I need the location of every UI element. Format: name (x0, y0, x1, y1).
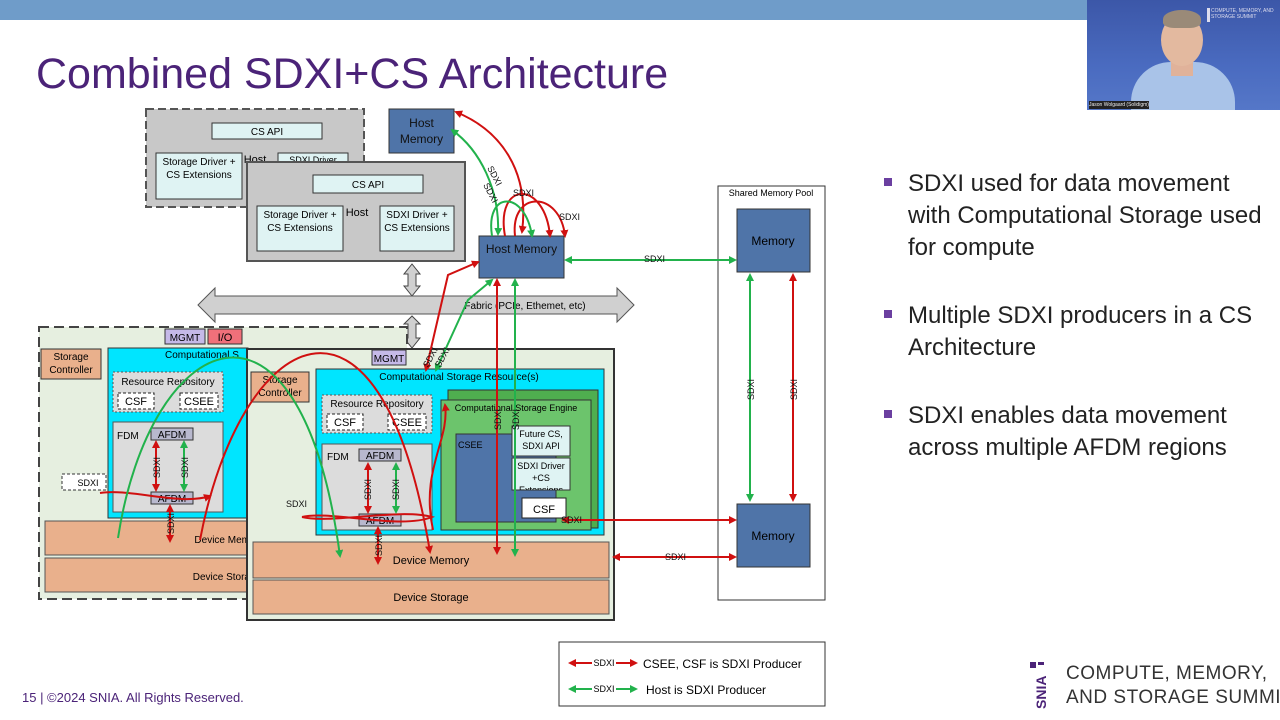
logo-line-1: COMPUTE, MEMORY, (1066, 663, 1268, 684)
back-storage-controller: Storage Controller (49, 352, 93, 376)
presenter-caption: Jason Wolgaard (Solidigm) (1089, 101, 1149, 109)
host-memory-box (478, 235, 565, 279)
host-front-storage-driver: Storage Driver + CS Extensions (263, 210, 337, 234)
front-storage-controller: Storage Controller (258, 375, 302, 399)
host-front-label: Host (346, 207, 369, 219)
back-device-storage: Device Stora (193, 572, 251, 583)
sdxi-label-4: SDXI (559, 212, 580, 222)
back-afdm-1: AFDM (158, 430, 186, 441)
sdxi-label-16: SDXI (166, 513, 176, 534)
back-io: I/O (218, 332, 233, 344)
presenter-webcam: COMPUTE, MEMORY, AND STORAGE SUMMIT Jaso… (1087, 0, 1280, 110)
front-device-storage: Device Storage (393, 592, 468, 604)
sdxi-label-18: SDXI (511, 409, 521, 430)
sdxi-label-14: SDXI (152, 457, 162, 478)
sdxi-label-7: SDXI (561, 515, 582, 525)
legend-red-label: CSEE, CSF is SDXI Producer (643, 657, 802, 671)
green-sdxi-arrows (117, 128, 754, 558)
front-fdm: FDM (327, 452, 349, 463)
host-front: CS API Host Storage Driver + CS Extensio… (246, 161, 466, 262)
sdxi-label-9: SDXI (746, 379, 756, 400)
back-afdm-2: AFDM (158, 494, 186, 505)
back-fdm: FDM (117, 431, 139, 442)
bullet-text: SDXI enables data movement across multip… (908, 402, 1227, 461)
host-fabric-arrow (402, 263, 422, 297)
host-memory-top-label: Host Memory (399, 116, 444, 146)
front-csee-2: CSEE (458, 440, 483, 450)
host-back-cs-api: CS API (251, 127, 283, 138)
bullet-item: Multiple SDXI producers in a CS Architec… (884, 300, 1264, 364)
front-device-memory: Device Memory (393, 555, 470, 567)
shared-memory-bottom: Memory (751, 529, 794, 543)
sdxi-label-17: SDXI (493, 409, 503, 430)
bullet-marker-icon (884, 310, 892, 318)
legend: SDXI CSEE, CSF is SDXI Producer SDXI Hos… (558, 641, 826, 707)
shared-pool-title: Shared Memory Pool (729, 188, 814, 198)
back-csee: CSEE (184, 396, 214, 408)
sdxi-label-5: SDXI (644, 254, 665, 264)
front-afdm-1: AFDM (366, 451, 394, 462)
top-banner (0, 0, 1280, 20)
snia-logo: SNIA COMPUTE, MEMORY, AND STORAGE SUMMIT (1030, 660, 1280, 715)
back-sdxi-box: SDXI (77, 478, 98, 488)
back-mgmt: MGMT (170, 333, 201, 344)
shared-memory-pool: Shared Memory Pool Memory Memory (717, 185, 826, 601)
webcam-brand-text: COMPUTE, MEMORY, AND STORAGE SUMMIT (1211, 8, 1274, 20)
host-front-cs-api: CS API (352, 180, 384, 191)
sdxi-label-13: SDXI (374, 535, 384, 556)
front-future-api: Future CS, SDXI API (519, 429, 563, 451)
fabric-label: Fabric (PCIe, Ethemet, etc) (464, 301, 585, 312)
bullet-text: SDXI used for data movement with Computa… (908, 170, 1262, 261)
presenter-hair (1163, 10, 1201, 28)
sdxi-label-10: SDXI (789, 379, 799, 400)
sdxi-label-12: SDXI (391, 479, 401, 500)
front-csf: CSF (334, 417, 356, 429)
host-front-sdxi-driver: SDXI Driver + CS Extensions (384, 210, 450, 234)
slide-title: Combined SDXI+CS Architecture (36, 50, 669, 98)
front-sdxi-driver: SDXI Driver +CS Extensions (517, 461, 565, 490)
legend-green-label: Host is SDXI Producer (646, 683, 766, 697)
host-memory-top-box (388, 108, 455, 154)
webcam-brand-mark (1207, 8, 1210, 22)
host-back-storage-driver: Storage Driver + CS Extensions (162, 157, 236, 181)
front-csee: CSEE (392, 417, 422, 429)
red-sdxi-arrows (99, 110, 797, 565)
sdxi-label-8: SDXI (286, 499, 307, 509)
slide-footer: 15 | ©2024 SNIA. All Rights Reserved. (22, 690, 244, 705)
bullet-marker-icon (884, 410, 892, 418)
bullet-marker-icon (884, 178, 892, 186)
front-resource-repository: Resource Repository (330, 399, 423, 410)
back-csf: CSF (125, 396, 147, 408)
sdxi-label-15: SDXI (180, 457, 190, 478)
snia-logo-icon: SNIA (1030, 662, 1049, 709)
front-csr-label: Computational Storage Resource(s) (379, 372, 539, 383)
snia-vertical-text: SNIA (1033, 676, 1049, 709)
legend-red-arrow-text: SDXI (593, 658, 614, 668)
host-memory-label: Host Memory (485, 242, 558, 256)
back-resource-repository: Resource Repository (121, 377, 214, 388)
sdxi-labels: SDXI SDXI SDXI SDXI SDXI SDXI SDXI SDXI … (152, 164, 799, 562)
legend-green-arrow-text: SDXI (593, 684, 614, 694)
bullet-list: SDXI used for data movement with Computa… (884, 168, 1264, 500)
fabric-bar (197, 286, 635, 324)
host-back-sdxi-driver: SDXI Driver (289, 155, 337, 165)
bullet-text: Multiple SDXI producers in a CS Architec… (908, 302, 1253, 361)
sdxi-label-3: SDXI (513, 188, 534, 198)
logo-line-2: AND STORAGE SUMMIT (1066, 687, 1280, 708)
back-csr-label: Computational S (165, 350, 239, 361)
bullet-item: SDXI used for data movement with Computa… (884, 168, 1264, 264)
back-device-memory: Device Mem (194, 535, 250, 546)
bullet-item: SDXI enables data movement across multip… (884, 400, 1264, 464)
sdxi-label-6: SDXI (665, 552, 686, 562)
shared-memory-top: Memory (751, 234, 794, 248)
sdxi-label-11: SDXI (363, 479, 373, 500)
front-mgmt: MGMT (374, 354, 405, 365)
front-csf-2: CSF (533, 504, 555, 516)
